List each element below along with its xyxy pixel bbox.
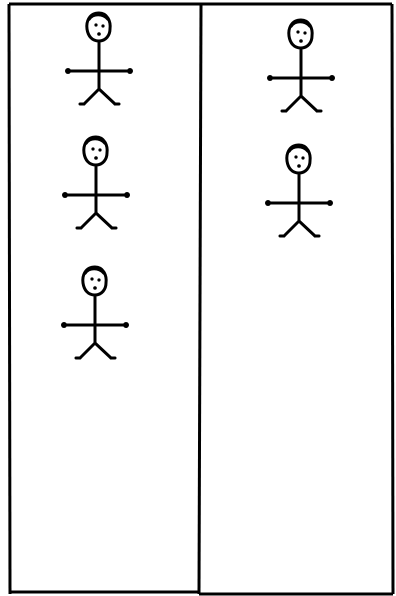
- stick-figure-icon: [65, 13, 133, 104]
- stick-figure-icon: [62, 137, 130, 228]
- stick-figure-icon: [265, 145, 333, 236]
- right-column: [265, 20, 335, 236]
- left-border: [9, 4, 10, 594]
- column-borders: [9, 4, 393, 594]
- column-divider: [199, 4, 201, 594]
- stick-figure-icon: [267, 20, 335, 111]
- left-column: [61, 13, 133, 358]
- right-border: [392, 4, 393, 594]
- stick-figure-icon: [61, 267, 129, 358]
